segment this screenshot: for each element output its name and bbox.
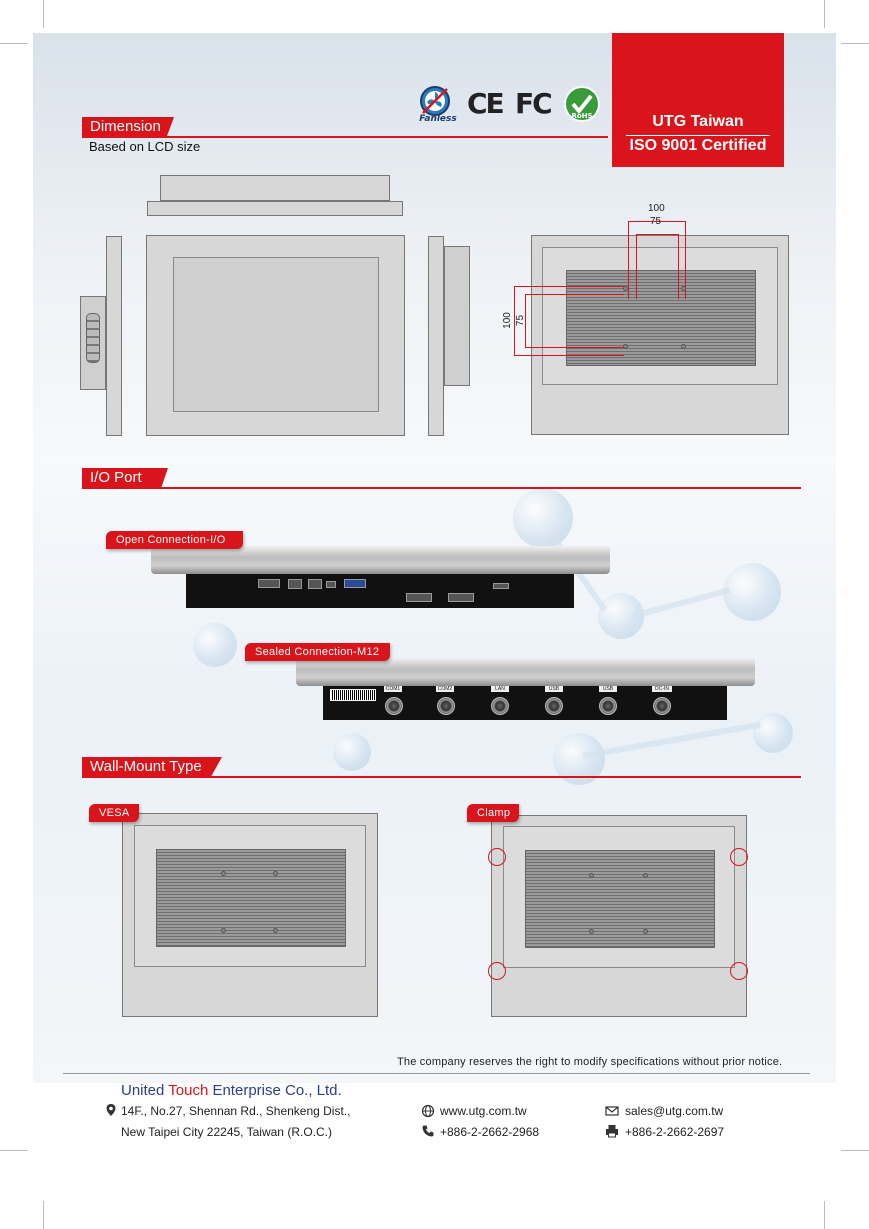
fc-logo: FC (515, 87, 553, 120)
usb-port (493, 583, 509, 589)
m12-port-label: USB (599, 686, 617, 692)
ce-logo: CE (467, 87, 505, 120)
m12-port-label: COM1 (384, 686, 402, 692)
clamp-bracket (488, 962, 506, 980)
m12-connector (599, 697, 617, 715)
wall-mount-divider (82, 776, 801, 778)
fax-number: +886-2-2662-2697 (625, 1125, 725, 1139)
right-side-view (428, 236, 444, 436)
svg-text:RoHS: RoHS (571, 112, 592, 120)
phone-number: +886-2-2662-2968 (440, 1125, 540, 1139)
crop-mark (43, 0, 44, 28)
serial-label-sticker (330, 689, 376, 701)
vesa-heatsink (156, 849, 346, 947)
vesa-height-outer: 100 (501, 312, 513, 329)
vesa-width-inner: 75 (650, 216, 662, 227)
crop-mark (43, 1201, 44, 1229)
dimension-divider (82, 136, 608, 138)
address-line2: New Taipei City 22245, Taiwan (R.O.C.) (121, 1125, 332, 1139)
clamp-label: Clamp (467, 804, 519, 822)
vga-port (344, 579, 366, 588)
top-view-drawing (160, 175, 390, 201)
clamp-bracket (730, 962, 748, 980)
phone-icon (422, 1125, 434, 1137)
sealed-connection-device-frame (296, 658, 755, 686)
front-view-screen (173, 257, 379, 412)
vesa-width-outer: 100 (648, 203, 665, 214)
m12-port-label: USB (545, 686, 563, 692)
iso-certification-badge: UTG Taiwan ISO 9001 Certified (612, 33, 784, 167)
crop-mark (824, 1201, 825, 1229)
molecule-node (723, 563, 781, 621)
fax-icon (606, 1125, 618, 1138)
wall-mount-heading: Wall-Mount Type (82, 757, 222, 777)
lan-port (288, 579, 302, 589)
company-name: United Touch Enterprise Co., Ltd. (121, 1082, 342, 1099)
cert-line2: ISO 9001 Certified (629, 137, 767, 154)
clamp-bracket (730, 848, 748, 866)
lan-port (308, 579, 322, 589)
rear-heatsink (566, 270, 756, 366)
cert-line1: UTG Taiwan (652, 113, 744, 130)
m12-port-label: COM2 (436, 686, 454, 692)
com-port (448, 593, 474, 602)
m12-port-label: LAN (491, 686, 509, 692)
com-port (406, 593, 432, 602)
crop-mark (841, 43, 869, 44)
location-pin-icon (106, 1104, 116, 1116)
brochure-page: UTG Taiwan ISO 9001 Certified Fanless CE… (33, 33, 836, 1196)
svg-text:Fanless: Fanless (419, 114, 457, 123)
m12-connector (545, 697, 563, 715)
crop-mark (0, 43, 28, 44)
m12-connector (385, 697, 403, 715)
vesa-height-inner: 75 (515, 314, 527, 327)
dimension-heading: Dimension (82, 117, 174, 137)
m12-connector (653, 697, 671, 715)
certification-logos: Fanless CE FC RoHS (415, 85, 605, 123)
molecule-node (193, 623, 237, 667)
clamp-bracket (488, 848, 506, 866)
molecule-node (333, 733, 371, 771)
clamp-heatsink (525, 850, 715, 948)
open-connection-device-frame (151, 546, 610, 574)
molecule-node (753, 713, 793, 753)
website-link[interactable]: www.utg.com.tw (440, 1104, 527, 1118)
m12-port-label: DC-IN (652, 686, 672, 692)
crop-mark (0, 1150, 28, 1151)
left-side-view (106, 236, 122, 436)
molecule-node (513, 488, 573, 548)
io-port-divider (82, 487, 801, 489)
m12-connector (491, 697, 509, 715)
globe-icon (421, 1104, 435, 1118)
io-port-heading: I/O Port (82, 468, 168, 488)
usb-port (326, 581, 336, 588)
vga-port (258, 579, 280, 588)
fanless-logo: Fanless (419, 86, 457, 123)
vesa-label: VESA (89, 804, 139, 822)
rohs-logo: RoHS (564, 86, 600, 122)
open-connection-io-panel (186, 574, 574, 608)
envelope-icon (605, 1106, 619, 1116)
crop-mark (841, 1150, 869, 1151)
left-side-bracket (80, 296, 106, 390)
disclaimer-notice: The company reserves the right to modify… (397, 1056, 783, 1068)
left-side-ports (86, 313, 100, 363)
open-connection-label: Open Connection-I/O (106, 531, 243, 549)
crop-mark (824, 0, 825, 28)
footer-divider (63, 1073, 810, 1074)
dimension-subtitle: Based on LCD size (89, 139, 201, 154)
top-view-bezel (147, 201, 403, 216)
m12-connector (437, 697, 455, 715)
sealed-connection-label: Sealed Connection-M12 (245, 643, 390, 661)
address-line1: 14F., No.27, Shennan Rd., Shenkeng Dist.… (121, 1104, 351, 1118)
email-address[interactable]: sales@utg.com.tw (625, 1104, 724, 1118)
right-side-bracket (444, 246, 470, 386)
